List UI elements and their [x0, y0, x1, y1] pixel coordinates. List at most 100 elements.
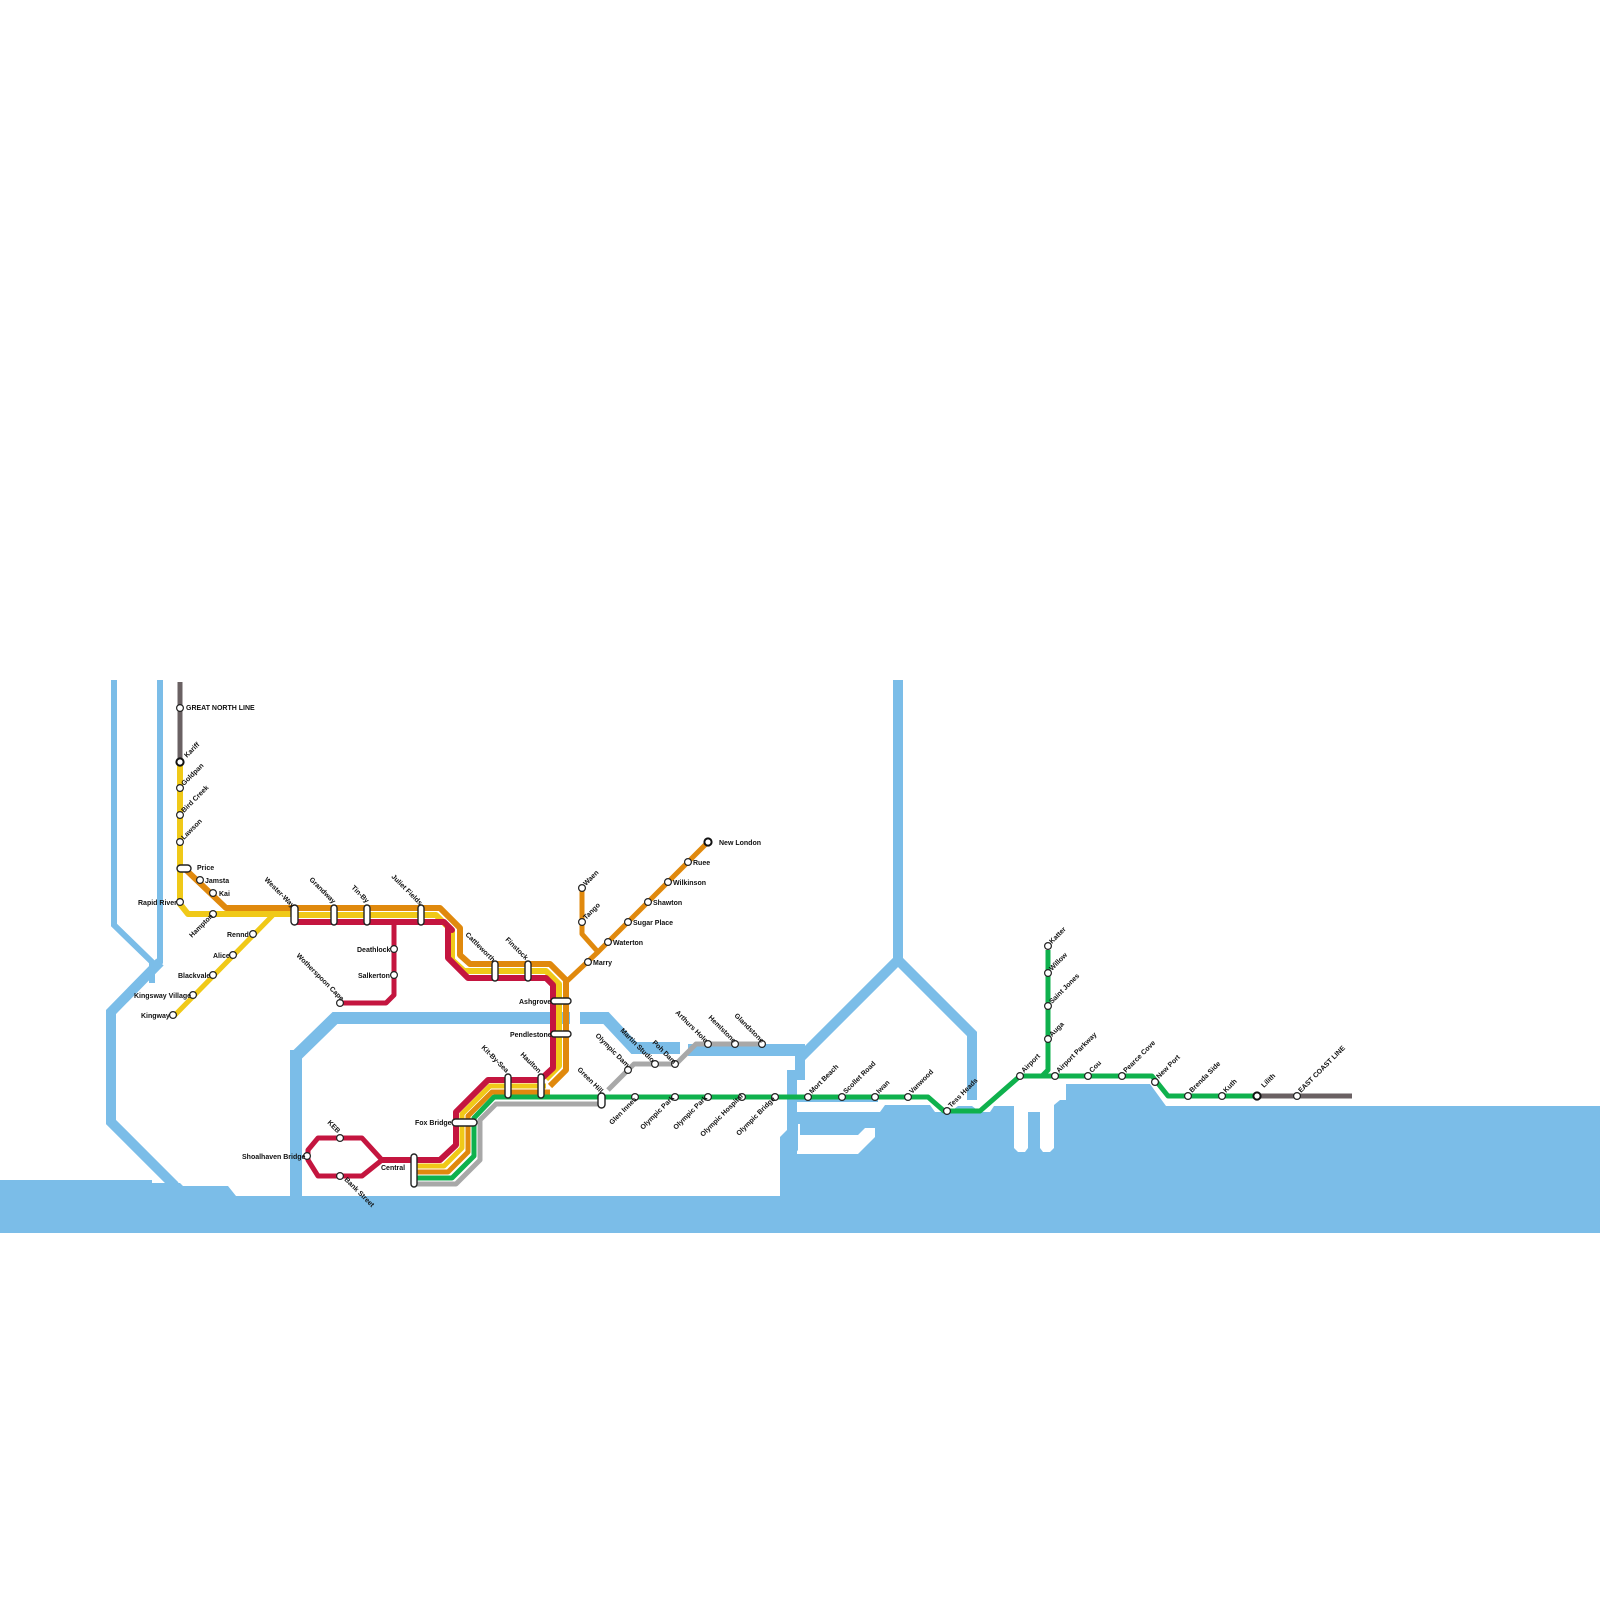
station-olympic-dam[interactable] — [623, 1065, 632, 1074]
label-wotherspoon-cape: Wotherspoon Cape — [295, 952, 345, 1002]
label-wilkinson: Wilkinson — [673, 880, 706, 887]
label-willow: Willow — [1048, 951, 1069, 972]
station-shoalhaven-bridge[interactable] — [303, 1151, 312, 1160]
station-iwan[interactable] — [870, 1092, 879, 1101]
station-bird-creek[interactable] — [176, 810, 185, 819]
station-scollet-road[interactable] — [837, 1092, 846, 1101]
label-waen: Waen — [582, 869, 600, 887]
station-new-london[interactable] — [703, 837, 713, 847]
label-blackvale: Blackvale — [178, 973, 210, 980]
label-olympic-park-1: Olympic Park — [639, 1095, 676, 1132]
station-pearce-cove[interactable] — [1117, 1071, 1126, 1080]
station-lawson[interactable] — [176, 837, 185, 846]
station-kai[interactable] — [209, 888, 218, 897]
station-kuth[interactable] — [1217, 1091, 1226, 1100]
station-olympic-bridge[interactable] — [770, 1092, 779, 1101]
station-central[interactable] — [410, 1153, 418, 1188]
station-cattleworth[interactable] — [491, 960, 499, 982]
station-olympic-hospital[interactable] — [737, 1092, 746, 1101]
label-airport: Airport — [1020, 1052, 1042, 1074]
station-jamsta[interactable] — [196, 875, 205, 884]
label-green-hill: Green Hill — [576, 1066, 604, 1094]
label-brenda-side: Brenda Side — [1188, 1061, 1222, 1095]
station-airport-parkway[interactable] — [1050, 1071, 1059, 1080]
station-brenda-side[interactable] — [1183, 1091, 1192, 1100]
station-goldpan[interactable] — [176, 783, 185, 792]
station-arthurs-hole[interactable] — [703, 1039, 712, 1048]
station-saint-jones[interactable] — [1043, 1001, 1052, 1010]
label-juliet-fields: Juliet Fields — [390, 873, 424, 907]
station-salkerton[interactable] — [390, 970, 399, 979]
station-waterton[interactable] — [603, 937, 612, 946]
station-grandway[interactable] — [330, 904, 338, 926]
station-fox-bridge[interactable] — [451, 1118, 478, 1127]
station-marry[interactable] — [583, 957, 592, 966]
label-iwan: Iwan — [875, 1079, 891, 1095]
station-keb[interactable] — [336, 1133, 345, 1142]
station-price[interactable] — [176, 864, 192, 873]
station-finstock[interactable] — [524, 960, 532, 982]
station-sugar-place[interactable] — [623, 917, 632, 926]
station-bank-street[interactable] — [336, 1171, 345, 1180]
label-fox-bridge: Fox Bridge — [415, 1120, 452, 1127]
station-airport[interactable] — [1015, 1071, 1024, 1080]
station-mort-beach[interactable] — [803, 1092, 812, 1101]
station-martin-studio[interactable] — [650, 1059, 659, 1068]
station-auga[interactable] — [1043, 1034, 1052, 1043]
station-poh-dam[interactable] — [670, 1059, 679, 1068]
label-new-london: New London — [719, 840, 761, 847]
station-olympic-park-1[interactable] — [670, 1092, 679, 1101]
station-blackvale[interactable] — [209, 970, 218, 979]
label-cou: Cou — [1088, 1060, 1103, 1075]
red-south — [382, 1077, 540, 1163]
label-east-coast-line: EAST COAST LINE — [1297, 1045, 1347, 1095]
station-kit-by-sea[interactable] — [504, 1073, 512, 1099]
station-shawton[interactable] — [643, 897, 652, 906]
station-haulton[interactable] — [537, 1073, 545, 1099]
label-auga: Auga — [1048, 1021, 1065, 1038]
station-juliet-fields[interactable] — [417, 904, 425, 926]
station-olympic-park-2[interactable] — [703, 1092, 712, 1101]
station-wilkinson[interactable] — [663, 877, 672, 886]
label-hemlstone: Hemlstone — [707, 1014, 737, 1044]
station-ashgrove[interactable] — [550, 997, 572, 1005]
station-tin-by[interactable] — [363, 904, 371, 926]
orange-trunk — [294, 905, 569, 1089]
station-deathlock[interactable] — [390, 944, 399, 953]
station-tess-heads[interactable] — [942, 1106, 951, 1115]
station-hemlstone[interactable] — [730, 1039, 739, 1048]
station-rennd[interactable] — [249, 929, 258, 938]
station-lilith[interactable] — [1252, 1091, 1262, 1101]
station-new-port[interactable] — [1150, 1077, 1159, 1086]
station-wester-way[interactable] — [290, 904, 299, 926]
station-katter[interactable] — [1043, 941, 1052, 950]
station-kariff[interactable] — [175, 757, 185, 767]
station-cou[interactable] — [1083, 1071, 1092, 1080]
station-ruee[interactable] — [683, 857, 692, 866]
station-east-coast-line[interactable] — [1292, 1091, 1301, 1100]
station-waen[interactable] — [577, 883, 586, 892]
station-pendlestone[interactable] — [550, 1030, 572, 1038]
red-trunk — [294, 919, 556, 1083]
station-vanwood[interactable] — [903, 1092, 912, 1101]
label-lilith: Lilith — [1260, 1073, 1277, 1090]
station-green-hill[interactable] — [597, 1092, 606, 1109]
station-great-north-line[interactable] — [176, 703, 185, 712]
station-willow[interactable] — [1043, 968, 1052, 977]
station-kingway[interactable] — [169, 1010, 178, 1019]
red-loop — [305, 1135, 384, 1179]
yellow-south — [414, 1083, 546, 1169]
station-glen-innes[interactable] — [630, 1092, 639, 1101]
label-rapid-river: Rapid River — [138, 900, 177, 907]
station-tango[interactable] — [577, 917, 586, 926]
label-kai: Kai — [219, 891, 230, 898]
station-rapid-river[interactable] — [176, 897, 185, 906]
station-hampton[interactable] — [209, 909, 218, 918]
label-new-port: New Port — [1155, 1054, 1182, 1081]
station-wotherspoon-cape[interactable] — [336, 998, 345, 1007]
station-alice[interactable] — [229, 950, 238, 959]
station-glandstone[interactable] — [757, 1039, 766, 1048]
station-kingsway-village[interactable] — [189, 990, 198, 999]
label-tin-by: Tin-By — [350, 884, 370, 904]
